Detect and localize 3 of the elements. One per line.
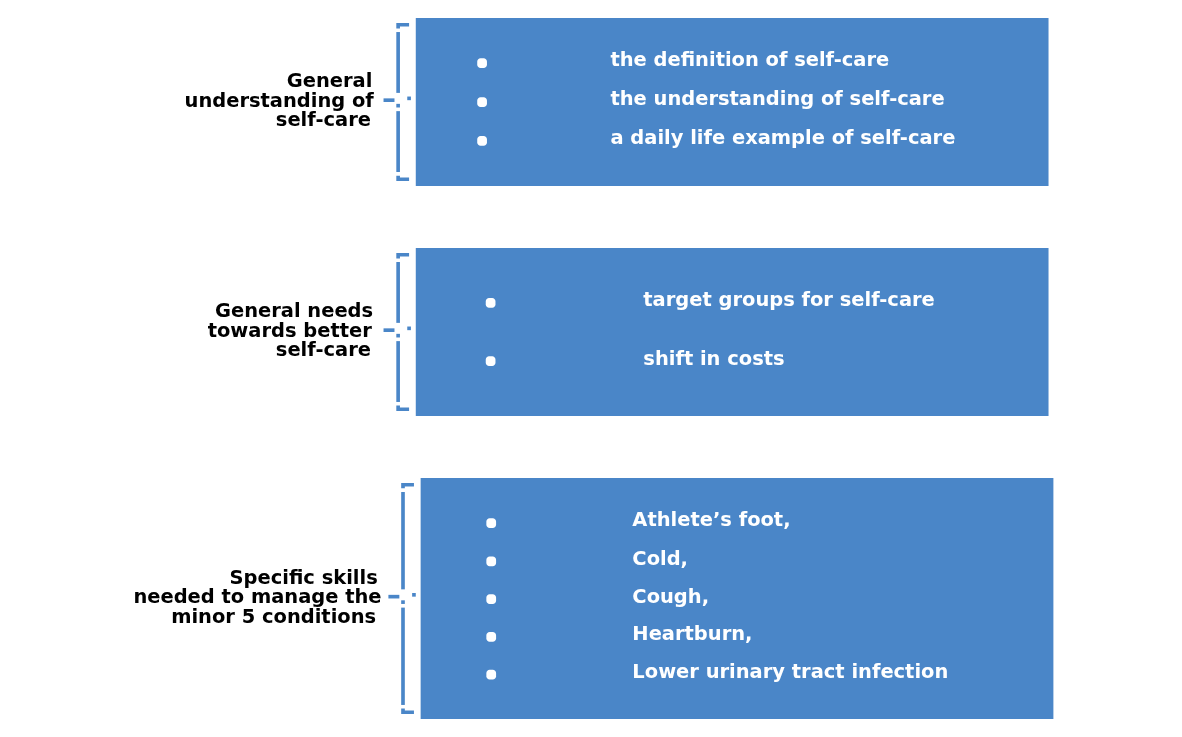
node-label: Specific skills needed to manage the minor 5 conditions [133, 565, 382, 628]
node-label: General understanding of self-care [184, 69, 374, 132]
node-label: General needs towards better self-care [207, 299, 374, 362]
